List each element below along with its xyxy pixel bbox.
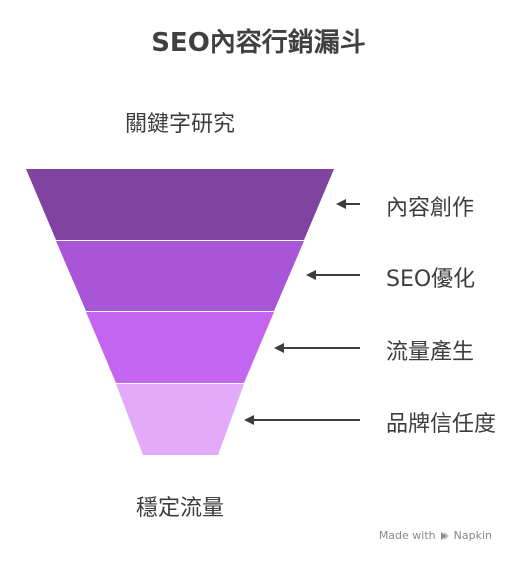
napkin-logo-icon <box>440 531 449 540</box>
arrow-stage-2 <box>306 270 360 280</box>
arrow-stage-1 <box>336 199 360 209</box>
funnel-top-label: 關鍵字研究 <box>124 112 236 137</box>
funnel-stage-4 <box>116 384 244 455</box>
stage-label-1: 內容創作 <box>386 196 475 221</box>
diagram-title: SEO內容行銷漏斗 <box>151 28 366 58</box>
funnel-stage-3 <box>86 312 274 383</box>
funnel-bottom-label: 穩定流量 <box>135 496 225 521</box>
funnel-stage-2 <box>56 241 304 311</box>
funnel-stage-1 <box>26 169 334 240</box>
stage-label-3: 流量產生 <box>386 340 475 365</box>
made-with-footer: Made with Napkin <box>379 529 492 542</box>
arrow-stage-4 <box>244 415 360 425</box>
napkin-brand-text: Napkin <box>453 529 492 542</box>
stage-label-4: 品牌信任度 <box>386 412 497 437</box>
arrow-stage-3 <box>274 343 360 353</box>
made-with-text: Made with <box>378 529 436 542</box>
stage-label-2: SEO優化 <box>386 267 476 292</box>
